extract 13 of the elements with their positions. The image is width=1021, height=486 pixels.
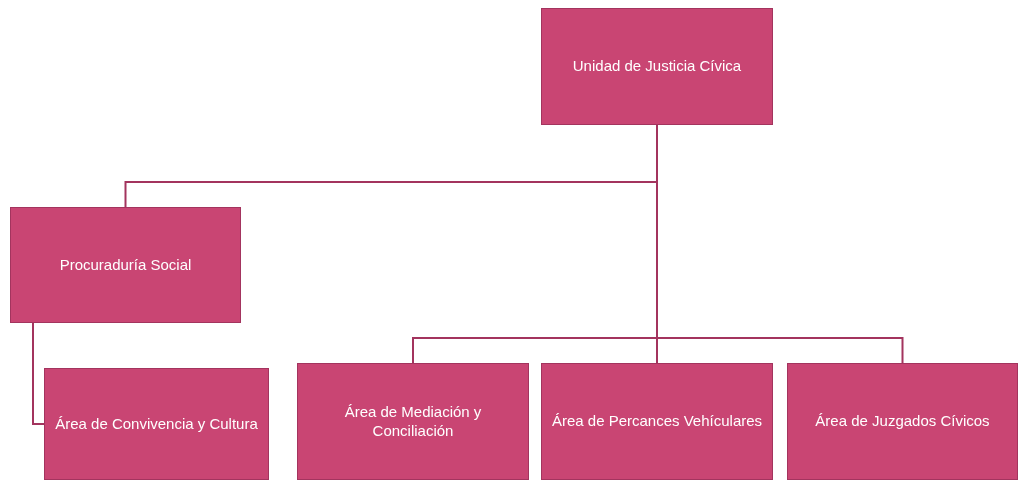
unit-name: Área de Percances Vehículares [551, 412, 763, 431]
org-unit-box [44, 368, 269, 480]
unit-name: Procuraduría Social [59, 255, 192, 275]
connector-line [32, 322, 45, 425]
unit-name: Área de Juzgados Cívicos [815, 412, 990, 431]
unit-name: Área de Convivencia y Cultura [55, 414, 258, 434]
org-unit-box [297, 363, 529, 480]
unit-name: Área de Mediación y Conciliación [343, 402, 483, 441]
org-unit-box [541, 363, 773, 480]
org-unit-box [787, 363, 1018, 480]
org-unit-box [541, 8, 773, 125]
unit-name: Unidad de Justicia Cívica [572, 57, 742, 76]
org-unit-box [10, 207, 241, 323]
